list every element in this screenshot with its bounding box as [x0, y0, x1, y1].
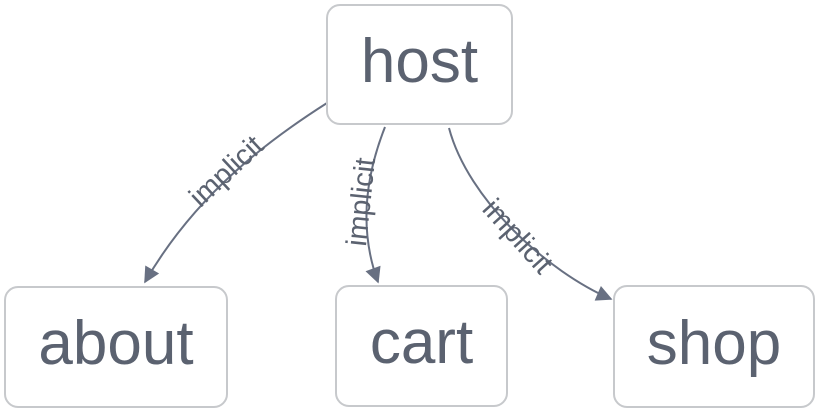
- node-host-label: host: [360, 26, 479, 96]
- node-host: host: [326, 4, 513, 125]
- edge-host-cart: [365, 126, 386, 284]
- node-shop: shop: [613, 285, 815, 408]
- node-shop-label: shop: [646, 308, 782, 378]
- edge-host-shop: [448, 127, 613, 301]
- node-cart: cart: [335, 285, 508, 407]
- node-about-label: about: [38, 309, 194, 378]
- node-cart-label: cart: [369, 308, 474, 377]
- edge-host-about: [144, 102, 328, 284]
- node-about: about: [4, 286, 228, 408]
